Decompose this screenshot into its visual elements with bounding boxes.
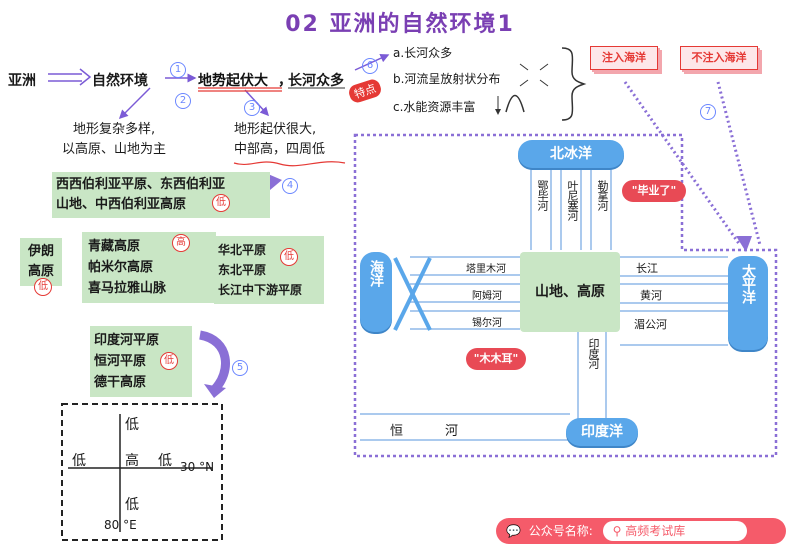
north-china-2: 东北平原	[218, 263, 267, 277]
profile-longitude: 80 °E	[104, 518, 137, 532]
step-number-4: 4	[282, 178, 298, 194]
step-number-6: 6	[362, 58, 378, 74]
note-3: 地形起伏很大, 中部高，四周低	[234, 120, 325, 160]
low-badge-india: 低	[160, 352, 178, 370]
ganges-char-2: 河	[445, 424, 459, 439]
north-river-strips	[530, 165, 612, 250]
indian-ocean: 印度洋	[566, 418, 638, 446]
arctic-ocean: 北冰洋	[518, 140, 624, 168]
profile-crosshair	[68, 414, 212, 532]
india-box: 印度河平原 恒河平原 德干高原	[90, 326, 192, 397]
flow-rivers: 长河众多	[288, 73, 344, 89]
plateau-2: 帕米尔高原	[88, 260, 154, 275]
river-yenisei: 叶尼塞河	[566, 180, 579, 220]
arrow-7b	[716, 81, 762, 246]
india-3: 德干高原	[94, 375, 147, 390]
river-amu: 阿姆河	[472, 291, 502, 302]
ganges-strip	[360, 413, 570, 441]
step-number-7: 7	[700, 104, 716, 120]
east-river-strips	[620, 256, 728, 346]
ganges-char-1: 恒	[390, 424, 404, 439]
iran-line-1: 伊朗	[27, 244, 54, 259]
terrain-underline	[198, 87, 282, 92]
arrow-5	[198, 330, 230, 394]
step-number-3: 3	[244, 100, 260, 116]
step-number-2: 2	[175, 93, 191, 109]
flow-arrow-2	[118, 87, 151, 120]
iran-line-2: 高原	[27, 264, 54, 279]
low-badge-plains: 低	[212, 194, 230, 212]
plateau-3: 喜马拉雅山脉	[88, 281, 167, 296]
iran-box: 伊朗 高原	[20, 238, 62, 286]
plateau-1: 青藏高原	[88, 239, 141, 254]
note-3-line-1: 地形起伏很大,	[234, 122, 317, 137]
low-badge-iran: 低	[34, 278, 52, 296]
flow-terrain: 地势起伏大	[198, 73, 268, 89]
river-lena: 勒拿河	[596, 180, 609, 210]
river-syr: 锡尔河	[472, 318, 502, 329]
north-china-1: 华北平原	[218, 243, 267, 257]
plains-box: 西西伯利亚平原、东西伯利亚 山地、中西伯利亚高原	[52, 172, 270, 218]
profile-bottom: 低	[125, 497, 139, 513]
low-badge-north-china: 低	[280, 248, 298, 266]
south-river-strip	[577, 332, 607, 420]
page-title: 02 亚洲的自然环境1	[285, 12, 515, 37]
chat-icon: 💬	[506, 524, 521, 538]
note-2-line-1: 地形复杂多样,	[72, 122, 156, 137]
high-badge-plateaus: 高	[172, 234, 190, 252]
wave-icon	[505, 94, 525, 113]
radial-icon	[519, 63, 549, 87]
stamp-into-ocean: 注入海洋	[590, 46, 658, 70]
river-yangtze: 长江	[636, 262, 658, 275]
profile-box	[61, 403, 223, 541]
note-3-line-2: 中部高，四周低	[234, 142, 326, 157]
inland-barrier	[393, 257, 432, 331]
note-2-line-2: 以高原、山地为主	[62, 142, 167, 157]
sea-label: 海洋	[360, 252, 392, 332]
center-mountains: 山地、高原	[520, 252, 620, 332]
profile-top: 低	[125, 417, 139, 433]
map-frame	[353, 133, 778, 458]
river-yellow: 黄河	[640, 289, 662, 302]
profile-left: 低	[72, 453, 86, 469]
pacific-ocean: 太平洋	[728, 256, 768, 350]
river-ob: 鄂毕河	[536, 180, 549, 210]
footer-name: 高频考试库	[625, 524, 686, 538]
india-2: 恒河平原	[94, 354, 147, 369]
flow-nature: 自然环境	[92, 73, 148, 89]
plains-line-1: 西西伯利亚平原、东西伯利亚	[56, 177, 226, 192]
brace	[561, 47, 587, 121]
india-1: 印度河平原	[94, 333, 160, 348]
flow-asia: 亚洲	[8, 73, 36, 89]
river-feature-b: b.河流呈放射状分布	[393, 72, 501, 86]
river-feature-c: c.水能资源丰富	[393, 100, 476, 114]
river-mekong: 湄公河	[634, 318, 667, 331]
flow-comma: ，	[278, 73, 292, 89]
flow-double-arrow	[48, 68, 92, 86]
river-tarim: 塔里木河	[466, 264, 506, 275]
north-china-box: 华北平原 东北平原 长江中下游平原	[214, 236, 324, 304]
river-feature-a: a.长河众多	[393, 46, 453, 60]
north-china-3: 长江中下游平原	[218, 283, 303, 297]
footer-field: ⚲ 高频考试库	[602, 521, 747, 541]
note-2: 地形复杂多样, 以高原、山地为主	[62, 120, 166, 160]
profile-latitude: 30 °N	[180, 460, 215, 474]
profile-right: 低	[158, 453, 172, 469]
mumuer-callout: "木木耳"	[466, 348, 526, 370]
graduated-callout: "毕业了"	[622, 180, 686, 202]
plateaus-box: 青藏高原 帕米尔高原 喜马拉雅山脉	[82, 232, 216, 303]
profile-center: 高	[125, 453, 139, 469]
river-indus: 印度河	[587, 338, 600, 368]
plains-line-2: 山地、中西伯利亚高原	[56, 197, 187, 212]
search-icon: ⚲	[612, 524, 622, 538]
footer-search-bar: 💬 公众号名称: ⚲ 高频考试库	[496, 518, 786, 544]
wavy-underline	[233, 161, 346, 167]
footer-account: 公众号名称:	[528, 524, 593, 538]
stamp-not-into-ocean: 不注入海洋	[680, 46, 758, 70]
arrow-7a	[623, 81, 742, 246]
step-number-1: 1	[170, 62, 186, 78]
step-number-5: 5	[232, 360, 248, 376]
